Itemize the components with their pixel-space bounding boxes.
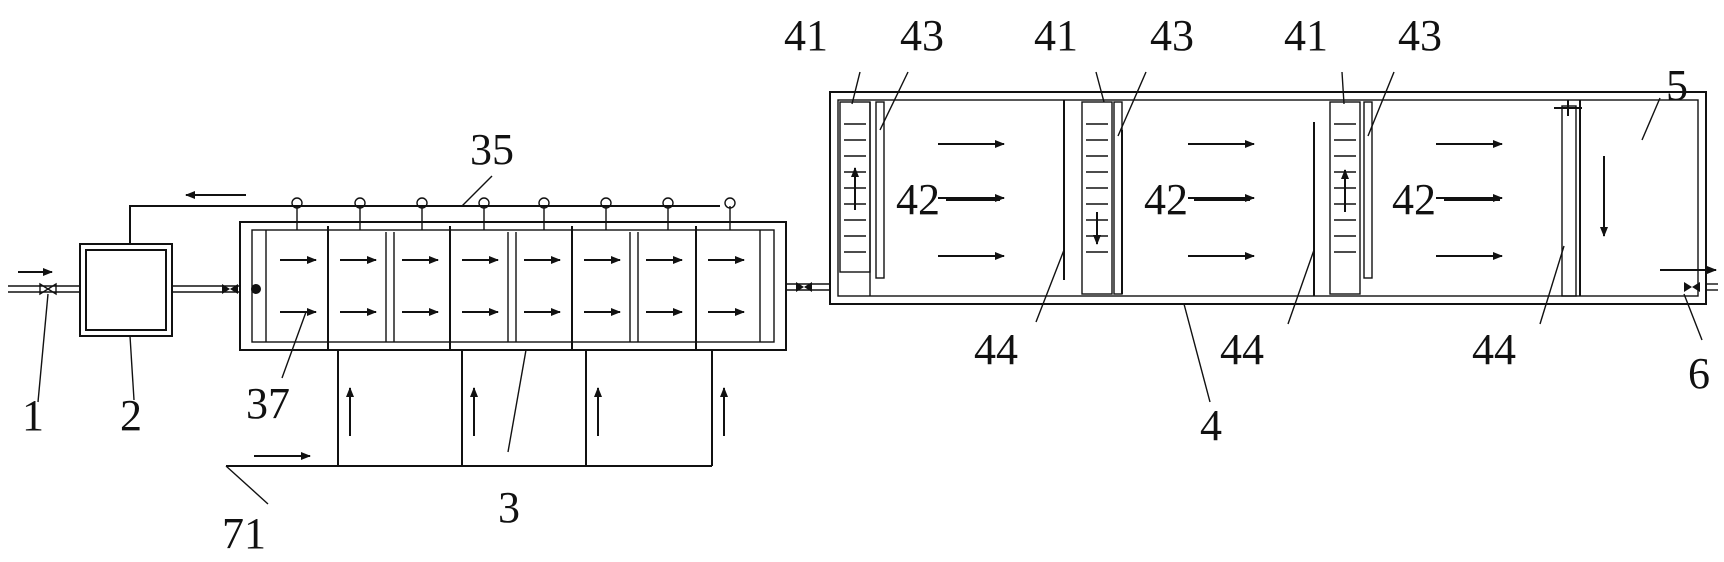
labels: 1 2 35 37 3 71 41 43 41 43 41 43 42 42 4… [22,11,1710,558]
label-chamber: 37 [246,379,290,428]
collection-pipe [129,191,720,244]
label-outlet-chamber: 5 [1666,61,1688,110]
weir-section-3 [1313,101,1373,296]
settling-flow-arrows [938,140,1503,260]
label-flow-zone-3: 42 [1392,175,1436,224]
label-weir-1: 41 [784,11,828,60]
label-pretreatment-tank: 2 [120,391,142,440]
label-plate-2: 44 [1220,325,1264,374]
label-flow-zone-1: 42 [896,175,940,224]
label-baffle-2: 43 [1150,11,1194,60]
leader-lines [37,71,1703,505]
label-baffle-3: 43 [1398,11,1442,60]
label-weir-3: 41 [1284,11,1328,60]
label-plate-1: 44 [974,325,1018,374]
label-outlet-pipe: 6 [1688,349,1710,398]
outlet-pipe [1660,266,1718,292]
weir-section-1 [839,101,885,296]
label-weir-2: 41 [1034,11,1078,60]
gas-inlet-manifold [226,350,728,467]
connecting-pipe [786,282,830,292]
weir-section-2 [1063,100,1123,295]
label-collection-pipe: 35 [470,125,514,174]
label-plate-3: 44 [1472,325,1516,374]
inlet-pipe [8,268,80,296]
label-inlet-pipe: 1 [22,391,44,440]
label-baffle-1: 43 [900,11,944,60]
pretreatment-tank [79,243,261,337]
label-settling-tank: 4 [1200,401,1222,450]
label-reaction-tank: 3 [498,483,520,532]
settling-tank [829,91,1707,305]
reaction-tank [239,197,787,351]
riser-pipes [291,197,736,230]
label-gas-inlet: 71 [222,509,266,558]
label-flow-zone-2: 42 [1144,175,1188,224]
weir-section-4 [1554,100,1608,297]
flow-arrows [280,256,745,316]
